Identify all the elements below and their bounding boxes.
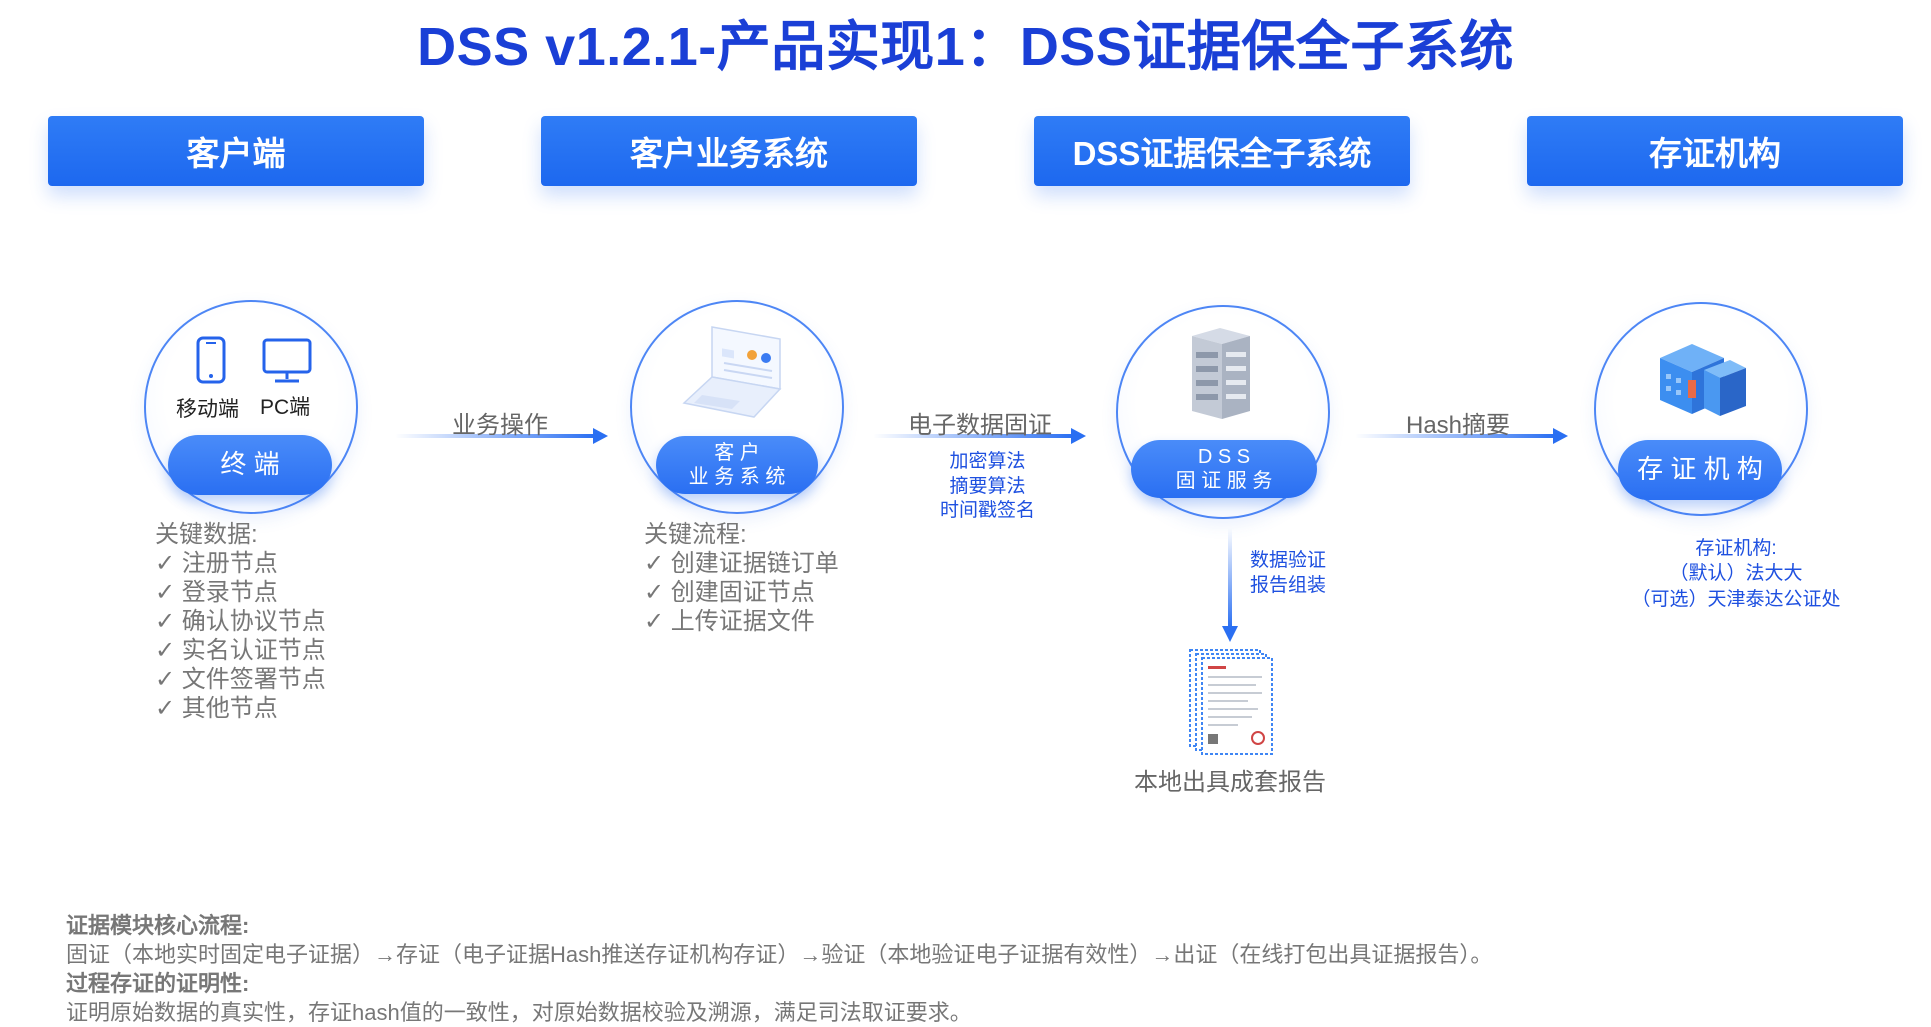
mobile-phone-icon xyxy=(196,336,226,384)
arrow-label-hash-digest: Hash摘要 xyxy=(1406,412,1511,439)
terminal-pill-label: 终 端 xyxy=(220,449,280,480)
evidence-agency-pill-label: 存 证 机 构 xyxy=(1637,454,1763,485)
dss-pill-line1: D S S xyxy=(1197,446,1251,468)
arrow-hash-digest xyxy=(1355,428,1568,444)
list-item: 注册节点 xyxy=(155,549,326,578)
list-item: 创建固证节点 xyxy=(644,578,839,607)
footer-proof-title: 过程存证的证明性: xyxy=(66,971,250,996)
footer-proof-text: 证明原始数据的真实性，存证hash值的一致性，对原始数据校验及溯源，满足司法取证… xyxy=(66,1000,972,1025)
terminal-list-title: 关键数据: xyxy=(155,521,258,548)
arrow-business-operation xyxy=(395,428,608,444)
business-system-pill: 客 户 业 务 系 统 xyxy=(656,436,818,494)
dss-pill-line2: 固 证 服 务 xyxy=(1175,470,1273,492)
page-title: DSS v1.2.1-产品实现1：DSS证据保全子系统 xyxy=(417,17,1514,77)
algorithm-timestamp: 时间戳签名 xyxy=(940,500,1036,522)
agency-info-default: （默认）法大大 xyxy=(1669,563,1803,585)
list-item: 上传证据文件 xyxy=(644,607,839,636)
header-client: 客户端 xyxy=(48,116,424,186)
business-system-pill-line2: 业 务 系 统 xyxy=(688,466,786,488)
algorithm-digest: 摘要算法 xyxy=(949,475,1026,497)
list-item: 确认协议节点 xyxy=(155,607,326,636)
agency-info-optional: （可选）天津泰达公证处 xyxy=(1631,588,1841,610)
list-item: 其他节点 xyxy=(155,694,326,723)
agency-info-title: 存证机构: xyxy=(1695,538,1777,559)
business-key-process-list: 关键流程: 创建证据链订单 创建固证节点 上传证据文件 xyxy=(644,520,839,636)
verify-line1: 数据验证 xyxy=(1250,550,1327,571)
verify-label: 数据验证 报告组装 xyxy=(1250,549,1326,598)
footer-core-flow-title: 证据模块核心流程: xyxy=(66,913,250,938)
monitor-icon xyxy=(262,338,312,383)
business-list-title: 关键流程: xyxy=(644,521,747,548)
header-evidence-agency: 存证机构 xyxy=(1527,116,1903,186)
mobile-label: 移动端 xyxy=(176,398,239,421)
agency-info: 存证机构: （默认）法大大 （可选）天津泰达公证处 xyxy=(1616,536,1856,612)
algorithm-encryption: 加密算法 xyxy=(949,451,1026,472)
algorithm-list: 加密算法 摘要算法 时间戳签名 xyxy=(940,450,1035,524)
list-item: 创建证据链订单 xyxy=(644,549,839,578)
terminal-pill: 终 端 xyxy=(168,435,332,495)
list-item: 实名认证节点 xyxy=(155,636,326,665)
header-business-system: 客户业务系统 xyxy=(541,116,917,186)
arrow-label-electronic-data-fixation: 电子数据固证 xyxy=(908,412,1052,439)
dss-service-pill: D S S 固 证 服 务 xyxy=(1131,440,1317,498)
report-caption: 本地出具成套报告 xyxy=(1134,769,1326,796)
verify-line2: 报告组装 xyxy=(1250,574,1327,596)
list-item: 登录节点 xyxy=(155,578,326,607)
evidence-agency-pill: 存 证 机 构 xyxy=(1618,440,1782,500)
arrow-label-business-operation: 业务操作 xyxy=(452,412,548,439)
header-dss-subsystem: DSS证据保全子系统 xyxy=(1034,116,1410,186)
pc-label: PC端 xyxy=(260,396,311,419)
terminal-key-data-list: 关键数据: 注册节点 登录节点 确认协议节点 实名认证节点 文件签署节点 其他节… xyxy=(155,520,326,723)
footer-core-flow-text: 固证（本地实时固定电子证据）→存证（电子证据Hash推送存证机构存证）→验证（本… xyxy=(66,942,1493,967)
list-item: 文件签署节点 xyxy=(155,665,326,694)
building-icon xyxy=(1660,344,1746,416)
server-icon xyxy=(1192,328,1250,419)
arrow-electronic-data-fixation xyxy=(873,428,1086,444)
arrow-down-report xyxy=(1222,528,1238,642)
laptop-dashboard-icon xyxy=(682,326,782,418)
business-system-pill-line1: 客 户 xyxy=(714,442,760,464)
report-document-icon xyxy=(1189,649,1273,755)
